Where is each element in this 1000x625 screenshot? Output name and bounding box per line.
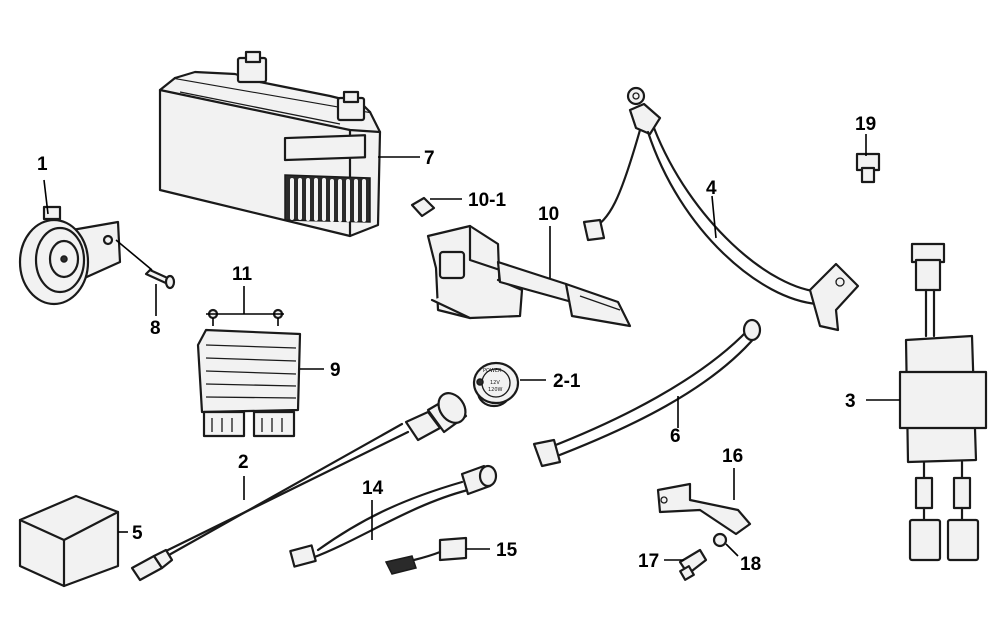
connector-bulb — [855, 152, 881, 184]
callout-16: 16 — [722, 446, 743, 467]
socket-voltage-label: 12V — [490, 380, 500, 386]
leader-lines — [43, 134, 900, 561]
callout-19: 19 — [855, 114, 876, 135]
socket-harness — [130, 392, 468, 582]
sub-harness — [289, 464, 498, 568]
callout-10-1: 10-1 — [468, 190, 506, 211]
callout-2: 2 — [238, 452, 249, 473]
callout-10: 10 — [538, 204, 559, 225]
battery — [158, 50, 382, 238]
callout-3: 3 — [845, 391, 856, 412]
nut — [712, 532, 728, 548]
regulator-rectifier — [196, 328, 302, 438]
rectifier-screws — [207, 308, 284, 326]
callout-labels: 1 2 2-1 3 4 5 6 7 8 9 10 10-1 11 14 15 1… — [37, 114, 876, 575]
callout-7: 7 — [424, 148, 435, 169]
starter-relay — [426, 224, 632, 328]
callout-11: 11 — [232, 264, 253, 285]
fuse — [410, 196, 436, 218]
callout-1: 1 — [37, 154, 48, 175]
callout-17: 17 — [638, 551, 659, 572]
callout-6: 6 — [670, 426, 681, 447]
socket-wattage-label: 120W — [488, 387, 503, 393]
callout-18: 18 — [740, 554, 761, 575]
callout-2-1: 2-1 — [553, 371, 581, 392]
callout-5: 5 — [132, 523, 143, 544]
sensor-switch — [678, 548, 708, 581]
callout-8: 8 — [150, 318, 161, 339]
horn — [18, 205, 122, 306]
small-switch — [384, 536, 468, 575]
bracket — [656, 482, 752, 536]
battery-cable — [582, 86, 860, 332]
callout-14: 14 — [362, 478, 384, 499]
callout-9: 9 — [330, 360, 341, 381]
socket-ring-label: POWER — [483, 368, 502, 374]
power-socket: POWER 12V 120W — [472, 361, 520, 408]
harness-module — [898, 242, 988, 562]
callout-4: 4 — [706, 178, 717, 199]
ground-cable — [532, 318, 762, 468]
callout-15: 15 — [496, 540, 518, 561]
horn-bolt — [144, 268, 176, 290]
control-unit-box — [18, 494, 120, 588]
